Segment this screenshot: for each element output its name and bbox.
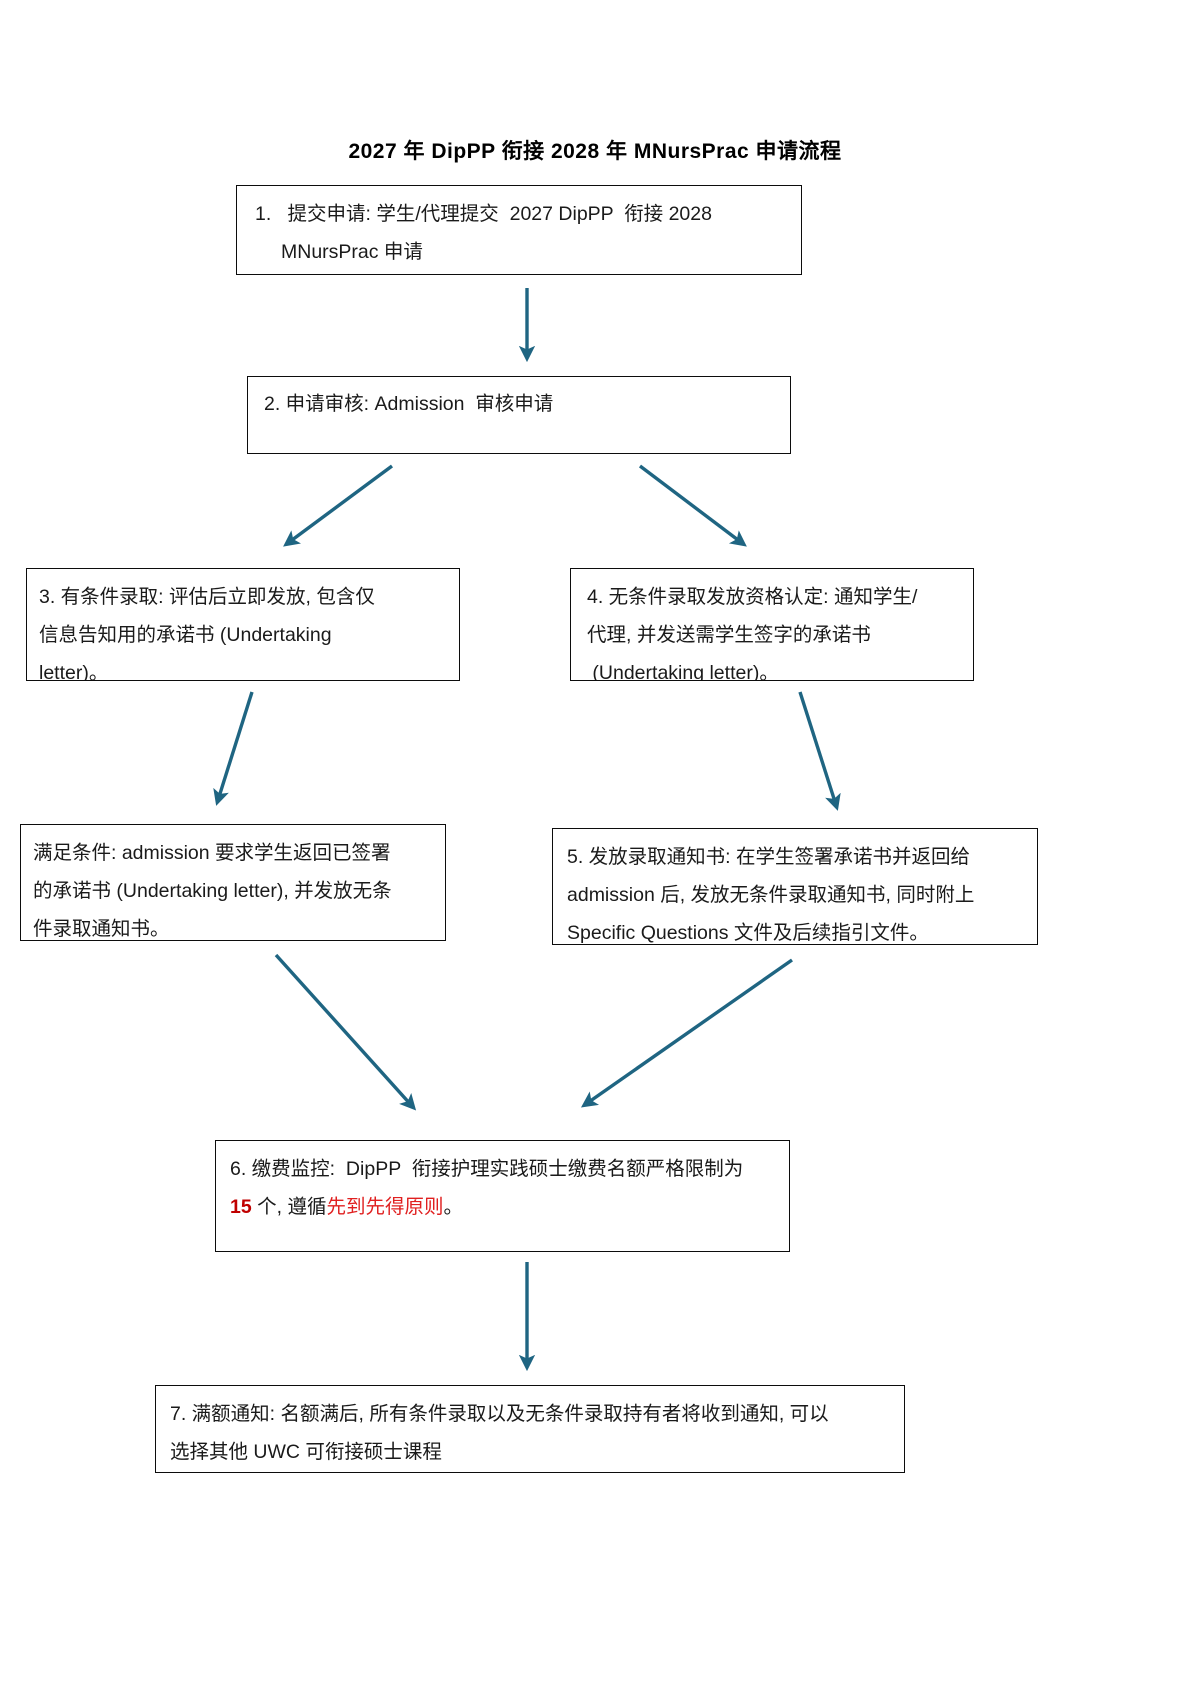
flow-node-step-4[interactable]: 4. 无条件录取发放资格认定: 通知学生/ 代理, 并发送需学生签字的承诺书 (…	[570, 568, 974, 681]
first-come-first-served-highlight: 先到先得原则	[326, 1196, 444, 1218]
step-2-line-1: 2. 申请审核: Admission 审核申请	[264, 393, 554, 415]
step-6-line2-mid: 个, 遵循	[251, 1196, 327, 1218]
step-4-line-2: 代理, 并发送需学生签字的承诺书	[587, 624, 871, 646]
step-7-line-1: 7. 满额通知: 名额满后, 所有条件录取以及无条件录取持有者将收到通知, 可以	[170, 1403, 829, 1425]
flow-node-step-1[interactable]: 1. 提交申请: 学生/代理提交 2027 DipPP 衔接 2028 MNur…	[236, 185, 802, 275]
arrow-step2-to-step3	[283, 464, 394, 547]
step-1-line-1: 1. 提交申请: 学生/代理提交 2027 DipPP 衔接 2028	[255, 203, 712, 225]
step-5-line-2: admission 后, 发放无条件录取通知书, 同时附上	[567, 884, 975, 906]
conditional-met-line-1: 满足条件: admission 要求学生返回已签署	[33, 842, 391, 864]
step-4-line-1: 4. 无条件录取发放资格认定: 通知学生/	[587, 586, 918, 608]
flow-node-step-7[interactable]: 7. 满额通知: 名额满后, 所有条件录取以及无条件录取持有者将收到通知, 可以…	[155, 1385, 905, 1473]
flow-node-step-6-text: 6. 缴费监控: DipPP 衔接护理实践硕士缴费名额严格限制为 15 个, 遵…	[216, 1141, 789, 1235]
arrow-step4-to-step5	[798, 691, 841, 811]
quota-number: 15	[230, 1196, 252, 1218]
flow-node-step-2[interactable]: 2. 申请审核: Admission 审核申请	[247, 376, 791, 454]
flow-node-conditional-met[interactable]: 满足条件: admission 要求学生返回已签署 的承诺书 (Undertak…	[20, 824, 446, 941]
conditional-met-line-2: 的承诺书 (Undertaking letter), 并发放无条	[33, 880, 392, 902]
page-title: 2027 年 DipPP 衔接 2028 年 MNursPrac 申请流程	[348, 140, 842, 163]
flow-node-step-5-text: 5. 发放录取通知书: 在学生签署承诺书并返回给 admission 后, 发放…	[553, 829, 1037, 944]
step-6-line-2: 15 个, 遵循先到先得原则。	[230, 1188, 775, 1226]
arrow-step5-to-step6	[580, 958, 793, 1108]
step-3-line-3: letter)。	[39, 662, 109, 681]
arrow-step2-to-step4	[638, 464, 747, 547]
conditional-met-line-3: 件录取通知书。	[33, 918, 170, 940]
flow-node-step-3[interactable]: 3. 有条件录取: 评估后立即发放, 包含仅 信息告知用的承诺书 (Undert…	[26, 568, 460, 681]
flow-node-step-4-text: 4. 无条件录取发放资格认定: 通知学生/ 代理, 并发送需学生签字的承诺书 (…	[571, 569, 973, 681]
step-6-line-1: 6. 缴费监控: DipPP 衔接护理实践硕士缴费名额严格限制为	[230, 1158, 744, 1180]
step-5-line-1: 5. 发放录取通知书: 在学生签署承诺书并返回给	[567, 846, 971, 868]
step-5-line-3: Specific Questions 文件及后续指引文件。	[567, 922, 929, 944]
step-3-line-1: 3. 有条件录取: 评估后立即发放, 包含仅	[39, 586, 375, 608]
flow-node-step-5[interactable]: 5. 发放录取通知书: 在学生签署承诺书并返回给 admission 后, 发放…	[552, 828, 1038, 945]
flow-node-step-7-text: 7. 满额通知: 名额满后, 所有条件录取以及无条件录取持有者将收到通知, 可以…	[156, 1386, 904, 1472]
step-3-line-2: 信息告知用的承诺书 (Undertaking	[39, 624, 332, 646]
flow-node-step-6[interactable]: 6. 缴费监控: DipPP 衔接护理实践硕士缴费名额严格限制为 15 个, 遵…	[215, 1140, 790, 1252]
step-6-line2-suffix: 。	[443, 1196, 463, 1218]
flow-node-step-3-text: 3. 有条件录取: 评估后立即发放, 包含仅 信息告知用的承诺书 (Undert…	[27, 569, 459, 681]
flow-node-step-2-text: 2. 申请审核: Admission 审核申请	[248, 377, 790, 432]
flow-node-conditional-met-text: 满足条件: admission 要求学生返回已签署 的承诺书 (Undertak…	[21, 825, 445, 940]
step-1-line-2: MNursPrac 申请	[281, 241, 423, 263]
flow-node-step-1-text: 1. 提交申请: 学生/代理提交 2027 DipPP 衔接 2028 MNur…	[237, 186, 801, 274]
arrow-step3-to-conditional-met	[213, 691, 254, 806]
step-7-line-2: 选择其他 UWC 可衔接硕士课程	[170, 1441, 442, 1463]
step-4-line-3: (Undertaking letter)。	[587, 662, 779, 681]
arrow-conditional-met-to-step6	[274, 953, 417, 1111]
